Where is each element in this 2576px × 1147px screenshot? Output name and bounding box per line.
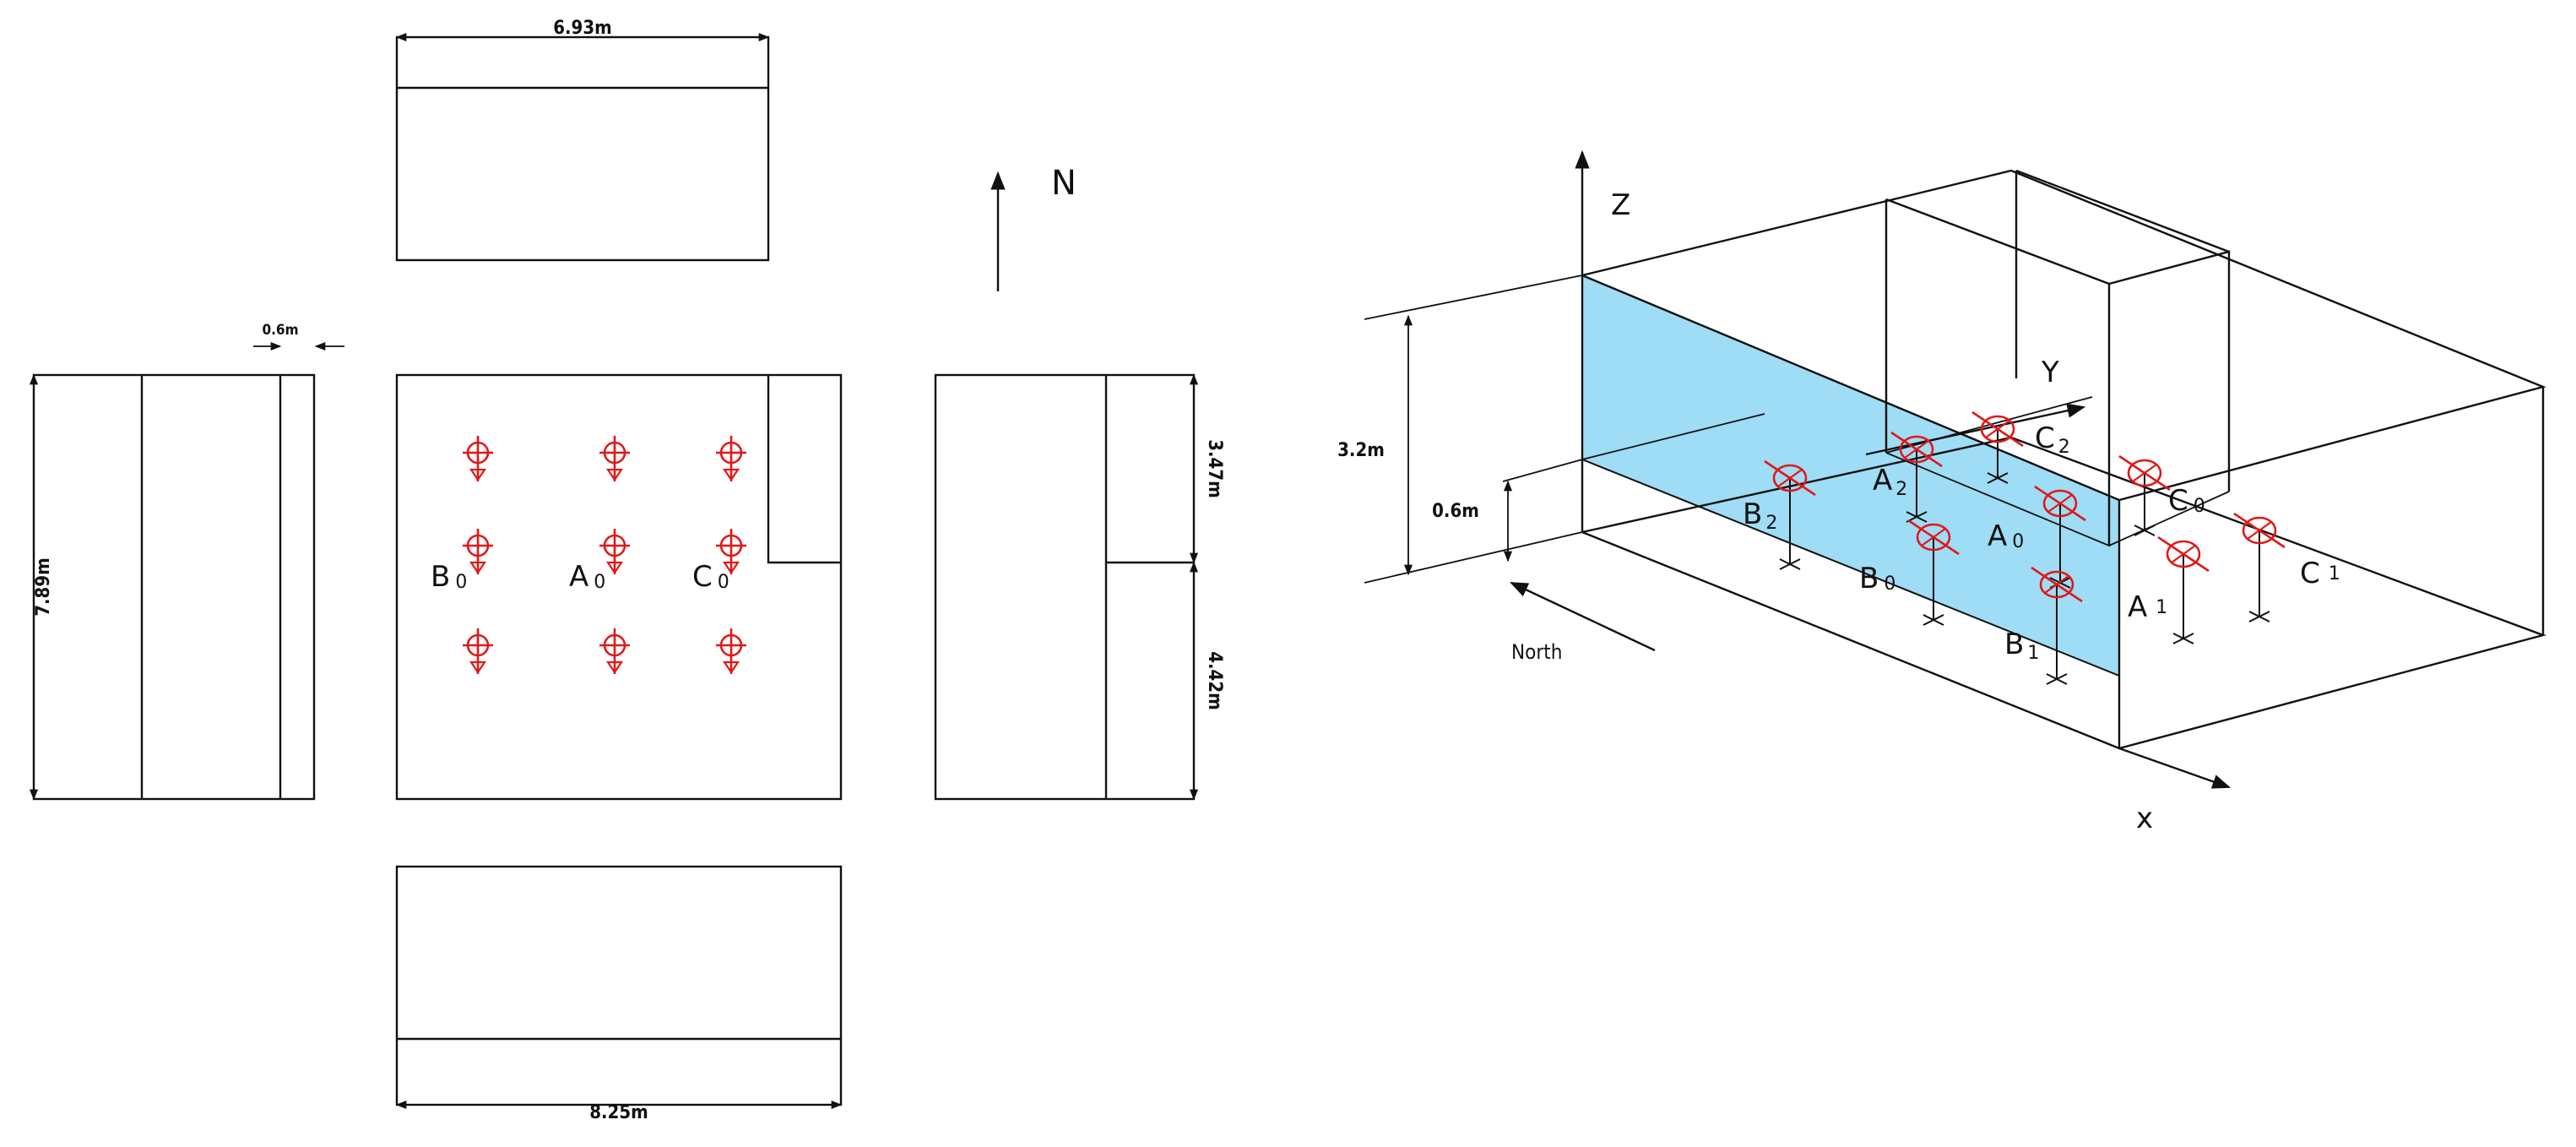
sensor-symbol-icon	[716, 628, 746, 674]
dim-top-label: 6.93m	[553, 18, 611, 39]
sensor-symbol-icon	[1890, 431, 1943, 523]
sensor-symbol-icon	[716, 529, 746, 574]
iso-north-label: North	[1511, 640, 1562, 664]
dim-bottom-label: 8.25m	[589, 1102, 648, 1123]
dim-right-lower-label: 4.42m	[1204, 651, 1225, 709]
work-plane-dim-label: 0.6m	[1432, 501, 1479, 522]
sensor-symbol-icon	[463, 529, 493, 574]
elevation-left: 7.89m 0.6m	[29, 322, 344, 801]
sensor-symbol-icon	[463, 628, 493, 674]
sensor-symbol-icon	[2031, 566, 2083, 685]
sensor-symbol-icon	[2118, 454, 2171, 536]
dim-offset-label: 0.6m	[262, 322, 298, 339]
north-arrow: N	[990, 164, 1076, 291]
plan-sensors	[463, 436, 746, 674]
axes: Z Y x	[1575, 149, 2232, 835]
north-arrow-label: N	[1051, 164, 1076, 203]
sensor-symbol-icon	[599, 628, 630, 674]
window-wall	[1581, 274, 2120, 677]
iso-north-arrow: North	[1510, 581, 1656, 664]
axis-x-label: x	[2136, 802, 2153, 835]
axis-y-label: Y	[2041, 356, 2059, 389]
dim-left-label: 7.89m	[33, 557, 54, 616]
plan-drawing: 6.93m N 7.89m 0.6m	[29, 18, 1225, 1123]
sensor-symbol-icon	[599, 529, 630, 574]
axis-z-label: Z	[1611, 188, 1630, 222]
sensor-symbol-icon	[1971, 410, 2024, 484]
sensor-symbol-icon	[716, 436, 746, 481]
dim-right-upper-label: 3.47m	[1204, 439, 1225, 497]
height-dim-label: 3.2m	[1337, 440, 1385, 461]
sensor-symbol-icon	[2157, 535, 2210, 644]
floor-plan	[395, 373, 843, 801]
elevation-right: 3.47m 4.42m	[934, 373, 1225, 801]
sensor-symbol-icon	[599, 436, 630, 481]
elevation-bottom: 8.25m	[395, 865, 843, 1123]
sensor-symbol-icon	[1907, 519, 1960, 626]
sensor-symbol-icon	[463, 436, 493, 481]
sensor-symbol-icon	[2233, 512, 2286, 622]
sensor-symbol-icon	[1764, 459, 1816, 570]
room-edges	[1581, 169, 2546, 750]
iso-sensors	[1764, 410, 2286, 685]
iso-dimensions: 3.2m 0.6m	[1337, 275, 1583, 584]
elevation-top: 6.93m	[395, 18, 770, 262]
